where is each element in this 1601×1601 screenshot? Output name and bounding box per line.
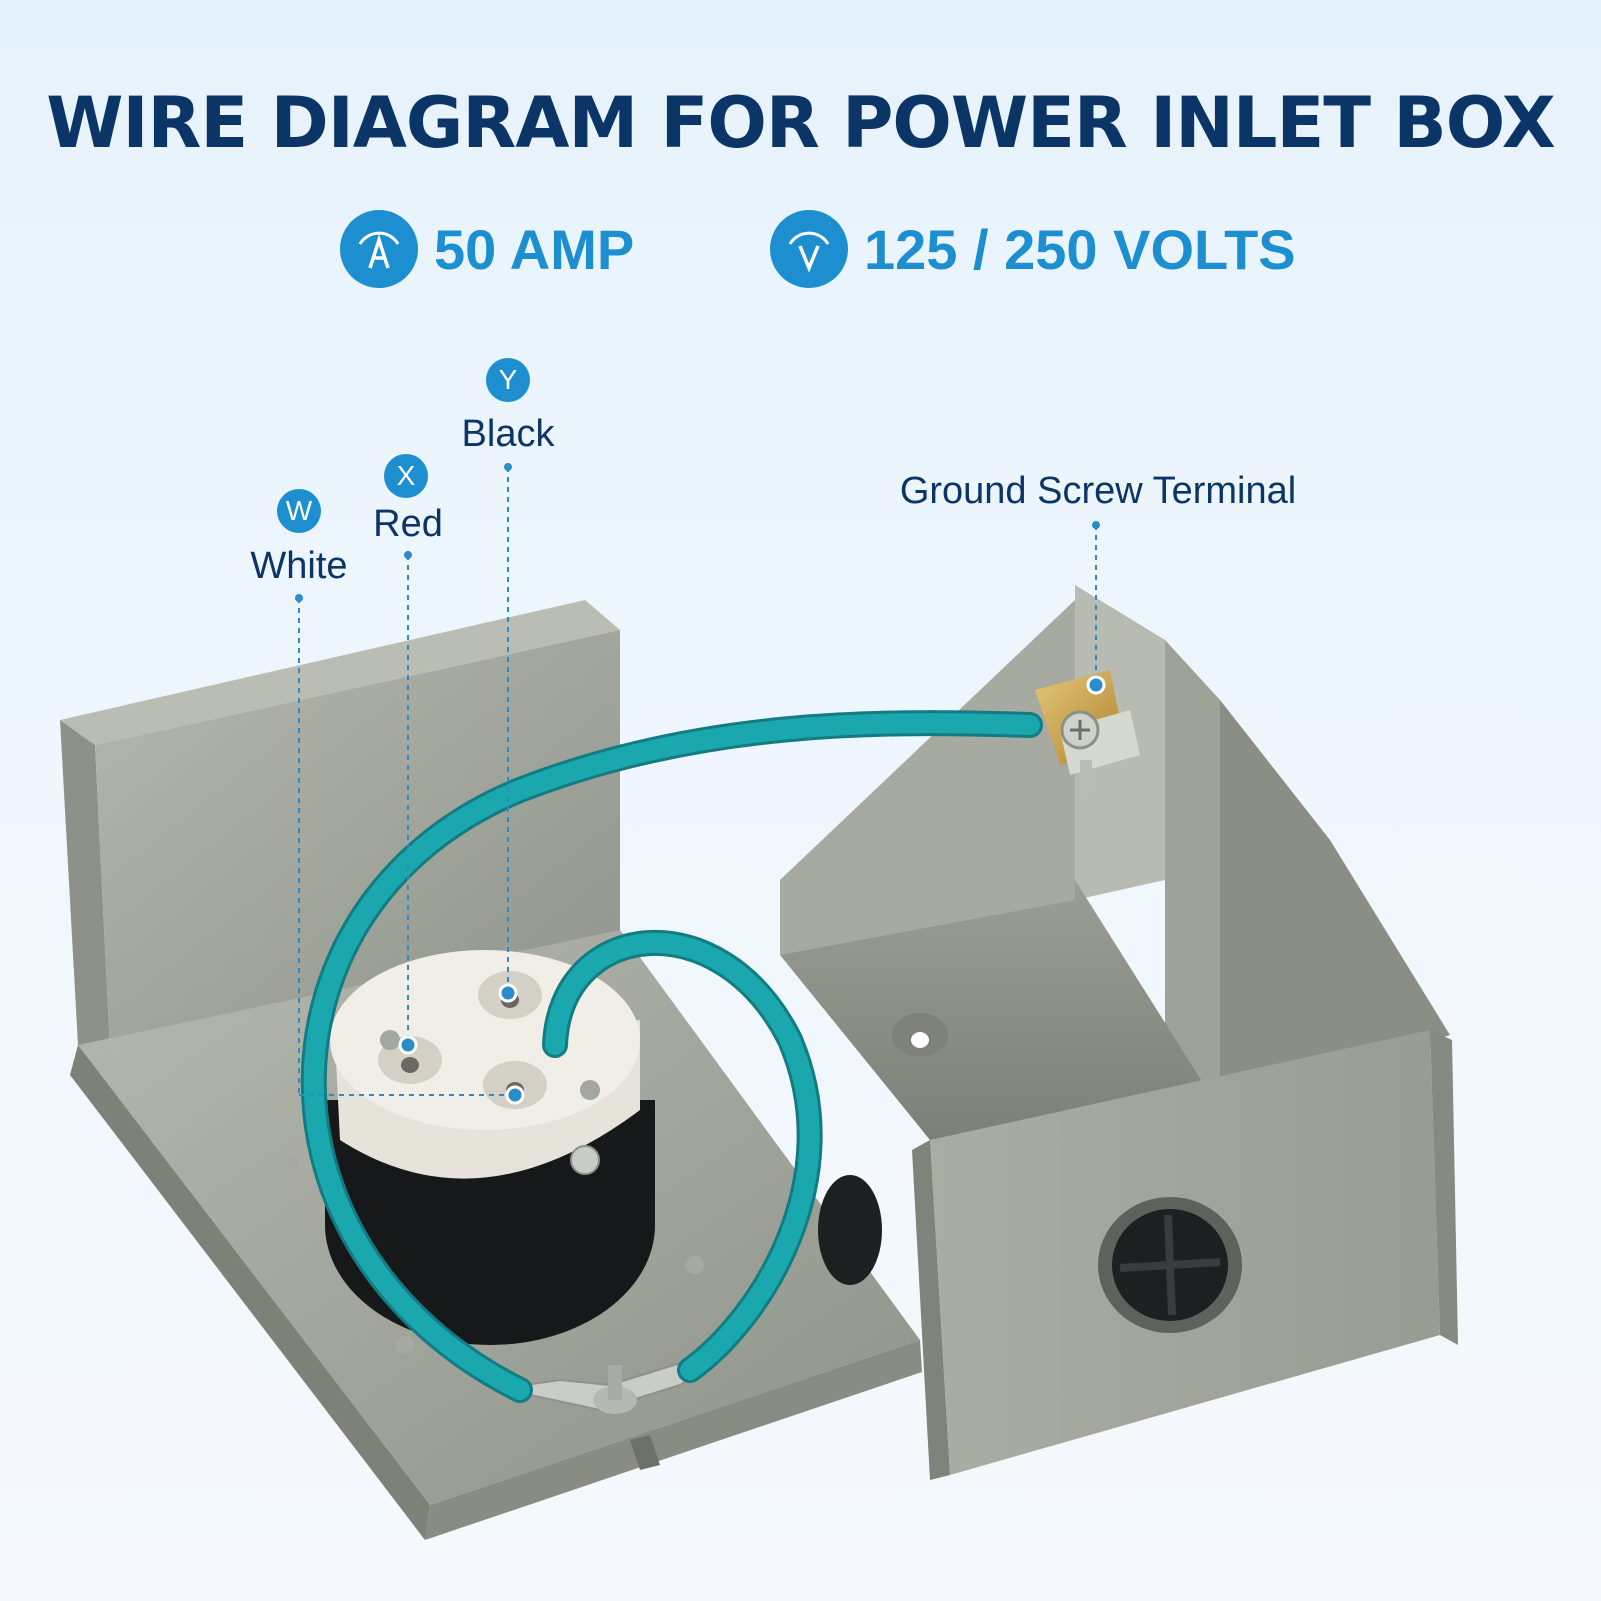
black-wire-label: Black <box>461 413 555 455</box>
ammeter-icon <box>340 210 418 288</box>
black-terminal-badge: Y <box>486 358 530 402</box>
ground-screw-label: Ground Screw Terminal <box>899 470 1297 512</box>
ground-lug <box>523 1358 707 1414</box>
white-wire-label: White <box>250 545 348 587</box>
page-title: WIRE DIAGRAM FOR POWER INLET BOX <box>46 82 1555 164</box>
white-terminal-badge: W <box>277 489 321 533</box>
lid-screws <box>281 1156 704 1354</box>
ground-wire <box>300 710 1043 1403</box>
red-wire-label: Red <box>373 503 443 545</box>
knockout-hole <box>1098 1197 1242 1333</box>
lid-back-panel <box>60 600 620 1050</box>
mounting-hole <box>892 1013 948 1057</box>
box-body <box>780 585 1458 1480</box>
ground-screw-terminal <box>1035 670 1140 795</box>
red-terminal-badge: X <box>384 454 428 498</box>
voltage-text: 125 / 250 VOLTS <box>864 217 1296 281</box>
voltmeter-icon <box>770 210 848 288</box>
amperage-spec: 50 AMP <box>340 210 634 288</box>
amperage-text: 50 AMP <box>434 217 635 281</box>
side-grommet <box>818 1175 882 1285</box>
callout-dots <box>295 463 1106 1105</box>
callout-lines <box>298 467 1097 1096</box>
voltage-spec: 125 / 250 VOLTS <box>770 210 1296 288</box>
